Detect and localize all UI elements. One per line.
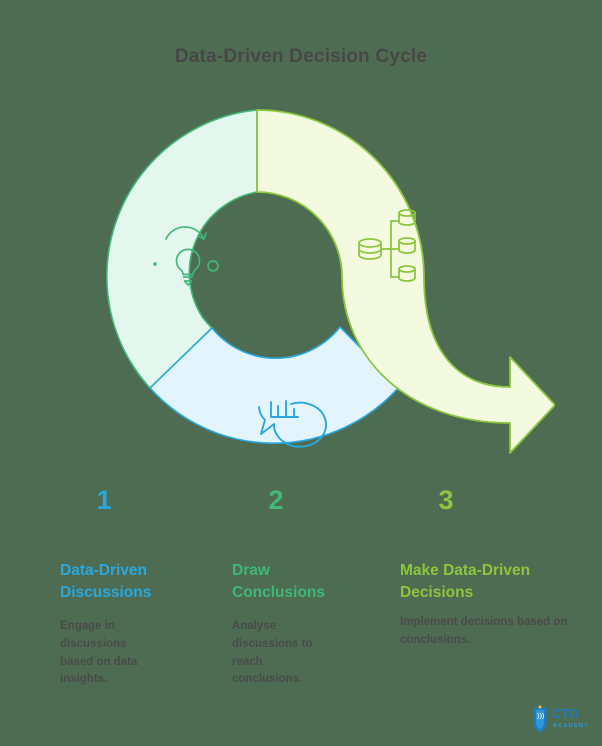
step-column-3: 3 Make Data-Driven Decisions Implement d… (338, 487, 602, 689)
step-column-2: 2 Draw Conclusions Analyse discussions t… (170, 487, 338, 689)
cycle-segment-discussions (106, 109, 258, 390)
cycle-segment-conclusions (148, 325, 401, 444)
step-heading-2: Draw Conclusions (232, 562, 326, 601)
step-column-1: 1 Data-Driven Discussions Engage in disc… (0, 487, 170, 689)
chat-bar-chart-icon (258, 400, 327, 448)
database-branch-icon (358, 209, 416, 282)
shield-crest-icon (533, 705, 547, 733)
step-description-1: Engage in discussions based on data insi… (60, 620, 138, 686)
page-title: Data-Driven Decision Cycle (174, 46, 428, 67)
steps-row: 1 Data-Driven Discussions Engage in disc… (0, 487, 602, 689)
step-description-2: Analyse discussions to reach conclusions… (232, 620, 313, 686)
step-heading-3: Make Data-Driven Decisions (400, 562, 531, 601)
decision-cycle-diagram (106, 109, 555, 454)
step-number-3: 3 (438, 485, 454, 515)
step-number-2: 2 (268, 485, 284, 515)
cto-academy-logo: CTO ACADEMY (533, 705, 589, 733)
step-number-1: 1 (96, 485, 112, 515)
logo-primary-text: CTO (552, 707, 580, 721)
lightbulb-idea-icon (153, 226, 219, 286)
logo-secondary-text: ACADEMY (553, 723, 589, 729)
step-heading-1: Data-Driven Discussions (60, 562, 152, 601)
step-description-3: Implement decisions based on conclusions… (400, 616, 568, 646)
